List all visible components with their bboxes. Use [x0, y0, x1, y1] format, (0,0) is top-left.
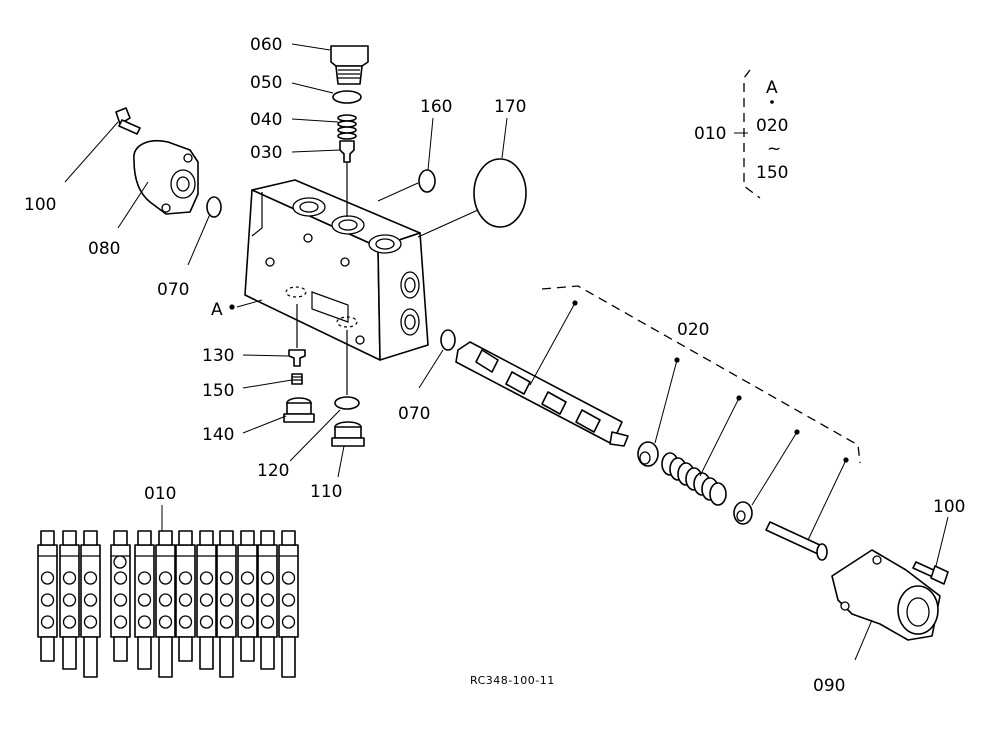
- bank-section-port: [113, 555, 127, 569]
- spring-retainer: [733, 501, 753, 525]
- bank-section: [59, 530, 80, 670]
- callout-150: 150: [202, 381, 234, 401]
- legend-range-bottom: 150: [756, 163, 788, 183]
- bank-section: [237, 530, 258, 662]
- callout-080: 080: [88, 239, 120, 259]
- spring-150: [291, 373, 303, 385]
- callout-120: 120: [257, 461, 289, 481]
- callout-170: 170: [494, 97, 526, 117]
- o-ring-160: [418, 169, 436, 193]
- plug-130: [288, 349, 306, 367]
- plug-110: [331, 421, 365, 447]
- callout-140: 140: [202, 425, 234, 445]
- bank-section: [196, 530, 217, 670]
- poppet-030: [339, 140, 355, 163]
- bank-section: [37, 530, 58, 662]
- bank-section: [155, 530, 176, 678]
- callout-070-left: 070: [157, 280, 189, 300]
- o-ring-070-mid: [440, 329, 456, 351]
- bolt-100-left: [115, 107, 141, 135]
- callout-labels: 060 050 040 030 160 170 100 080 070 A 13…: [24, 35, 965, 696]
- callout-040: 040: [250, 110, 282, 130]
- bank-section: [216, 530, 237, 678]
- o-ring-120: [334, 396, 360, 410]
- callout-060: 060: [250, 35, 282, 55]
- legend-range-tilde: ~: [767, 139, 781, 159]
- callout-090: 090: [813, 676, 845, 696]
- callout-020: 020: [677, 320, 709, 340]
- legend-range-mid: 020: [756, 116, 788, 136]
- legend-assembly-number: 010: [694, 124, 726, 144]
- callout-100-right: 100: [933, 497, 965, 517]
- bank-section: [110, 530, 131, 662]
- spool-spring: [661, 452, 727, 506]
- spool: [455, 341, 629, 447]
- plug-140: [283, 397, 315, 423]
- callout-070-mid: 070: [398, 404, 430, 424]
- spool-bolt: [765, 521, 828, 561]
- valve-body: [244, 179, 429, 361]
- assembly-legend: 010 A 020 ~ 150: [694, 69, 788, 199]
- bank-section: [175, 530, 196, 662]
- callout-050: 050: [250, 73, 282, 93]
- bank-section: [134, 530, 155, 670]
- spring-seat-020: [637, 441, 659, 467]
- cover-080: [133, 140, 199, 215]
- valve-bank-inset: 010: [37, 484, 299, 678]
- callout-030: 030: [250, 143, 282, 163]
- bolt-100-right: [912, 561, 949, 585]
- reference-code: RC348-100-11: [470, 674, 555, 687]
- bank-section: [80, 530, 101, 678]
- bank-section: [278, 530, 299, 678]
- callout-110: 110: [310, 482, 342, 502]
- bank-section: [257, 530, 278, 670]
- callout-010-inset: 010: [144, 484, 176, 504]
- o-ring-170: [473, 158, 527, 228]
- plug-060: [330, 45, 369, 85]
- leader-lines: [64, 43, 949, 661]
- spring-040: [337, 114, 357, 140]
- legend-range-top: A: [766, 78, 778, 98]
- callout-100-left: 100: [24, 195, 56, 215]
- callout-a: A: [211, 300, 223, 320]
- callout-160: 160: [420, 97, 452, 117]
- cover-090: [831, 549, 941, 641]
- o-ring-070-left: [206, 196, 222, 218]
- callout-130: 130: [202, 346, 234, 366]
- o-ring-050: [332, 90, 362, 104]
